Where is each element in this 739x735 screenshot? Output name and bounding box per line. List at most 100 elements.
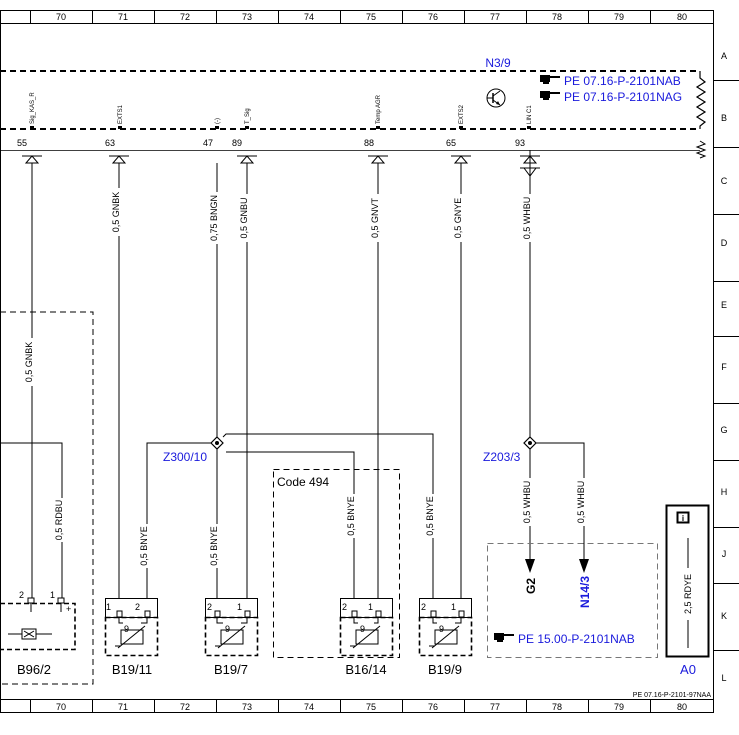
col-label-bottom: 76 xyxy=(428,702,438,712)
wire-label: 0,5 WHBU xyxy=(576,481,586,524)
wire-label: 0,5 GNBK xyxy=(111,192,121,233)
col-label-top: 74 xyxy=(304,12,314,22)
col-label-top: 70 xyxy=(56,12,66,22)
component-label: B96/2 xyxy=(17,662,51,677)
pin-number: 93 xyxy=(515,138,525,148)
col-label-top: 78 xyxy=(552,12,562,22)
pin-label: EXTS2 xyxy=(459,104,465,124)
col-label-top: 75 xyxy=(366,12,376,22)
row-label: D xyxy=(721,238,728,248)
wire-label: 0,5 WHBU xyxy=(522,197,532,240)
component-label: B19/7 xyxy=(214,662,248,677)
component-b19-7 xyxy=(204,598,259,657)
component-label: B19/9 xyxy=(428,662,462,677)
wire-label: 0,5 BNYE xyxy=(209,526,219,566)
component-a0-link[interactable]: A0 xyxy=(680,662,696,677)
grid-frame xyxy=(0,10,739,713)
footer-ref: PE 07.16-P-2101-97NAA xyxy=(633,692,712,699)
component-a0 xyxy=(665,504,710,658)
target-n14-3-link[interactable]: N14/3 xyxy=(578,576,592,608)
pointing-hand-icon xyxy=(540,91,560,100)
col-label-top: 72 xyxy=(180,12,190,22)
module-ref-link-2[interactable]: PE 07.16-P-2101NAG xyxy=(540,90,682,104)
wire-label: 0,5 GNBK xyxy=(24,342,34,383)
component-pin: 2 xyxy=(207,602,212,612)
col-label-bottom: 73 xyxy=(242,702,252,712)
row-label: A xyxy=(721,51,727,61)
row-label: F xyxy=(721,362,727,372)
component-b19-9 xyxy=(418,598,473,657)
row-label: G xyxy=(720,425,727,435)
info-icon[interactable]: i xyxy=(676,511,690,524)
dashed-boxes xyxy=(0,311,658,685)
component-pin: 9 xyxy=(439,624,444,634)
col-label-bottom: 71 xyxy=(118,702,128,712)
row-label: K xyxy=(721,611,727,621)
module-ref-link-1[interactable]: PE 07.16-P-2101NAB xyxy=(540,74,681,88)
info-icon-glyph: i xyxy=(682,514,684,523)
module-ref-text: PE 07.16-P-2101NAG xyxy=(564,90,682,104)
component-pin: 1 xyxy=(106,602,111,612)
col-label-top: 79 xyxy=(614,12,624,22)
wire-lines xyxy=(0,163,585,598)
col-label-top: 71 xyxy=(118,12,128,22)
transistor-icon xyxy=(486,88,506,108)
pin-number: 55 xyxy=(17,138,27,148)
col-label-bottom: 70 xyxy=(56,702,66,712)
component-pin: 9 xyxy=(225,624,230,634)
ref-link-pe-15[interactable]: PE 15.00-P-2101NAB xyxy=(494,632,635,646)
pin-number: 88 xyxy=(364,138,374,148)
down-arrow-icon xyxy=(579,559,589,573)
row-label: C xyxy=(721,176,728,186)
component-b16-14 xyxy=(339,598,394,657)
signal-arrows xyxy=(22,150,540,177)
wire-label: 0,5 BNYE xyxy=(139,526,149,566)
pin-number: 47 xyxy=(203,138,213,148)
col-label-top: 76 xyxy=(428,12,438,22)
splice-z203-icon xyxy=(523,436,537,450)
col-label-top: 80 xyxy=(677,12,687,22)
wire-label: 0,75 BNGN xyxy=(209,195,219,241)
code-box-label: Code 494 xyxy=(277,475,329,489)
component-label: A0 xyxy=(680,662,696,677)
col-label-bottom: 75 xyxy=(366,702,376,712)
component-pin: 1 xyxy=(451,602,456,612)
target-n14-3: N14/3 xyxy=(578,576,592,608)
module-name: N3/9 xyxy=(485,56,511,70)
col-label-bottom: 78 xyxy=(552,702,562,712)
pin-label: Sig_KAS_R xyxy=(30,92,36,124)
component-pin: 2 xyxy=(135,602,140,612)
module-n3-9 xyxy=(0,70,707,159)
row-label: J xyxy=(722,549,727,559)
ref-text: PE 15.00-P-2101NAB xyxy=(518,632,635,646)
col-label-bottom: 79 xyxy=(614,702,624,712)
splice-label-z300: Z300/10 xyxy=(163,450,207,464)
pin-label: EXTS1 xyxy=(118,104,124,124)
component-pin: 9 xyxy=(360,624,365,634)
wire-label: 0,5 RDBU xyxy=(54,500,64,541)
wire-label: 0,5 BNYE xyxy=(425,496,435,536)
col-label-bottom: 74 xyxy=(304,702,314,712)
pin-label: LIN C1 xyxy=(527,105,533,124)
pointing-hand-icon xyxy=(540,75,560,84)
component-pin: + xyxy=(66,604,71,614)
col-label-top: 73 xyxy=(242,12,252,22)
wire-label: 0,5 GNYE xyxy=(453,198,463,239)
row-label: B xyxy=(721,113,727,123)
col-label-bottom: 77 xyxy=(490,702,500,712)
wire-label: 0,5 GNBU xyxy=(239,197,249,238)
pin-number: 63 xyxy=(105,138,115,148)
row-label: H xyxy=(721,487,728,497)
pin-number: 65 xyxy=(446,138,456,148)
component-b19-11 xyxy=(104,598,159,657)
pointing-hand-icon xyxy=(494,633,514,642)
pin-number: 89 xyxy=(232,138,242,148)
component-pin: 1 xyxy=(50,590,55,600)
component-pin: 2 xyxy=(421,602,426,612)
component-label: B16/14 xyxy=(345,662,386,677)
wire-label: 0,5 BNYE xyxy=(346,496,356,536)
down-arrow-icon xyxy=(525,559,535,573)
splice-z300-icon xyxy=(210,436,224,450)
target-g2: G2 xyxy=(524,578,538,594)
